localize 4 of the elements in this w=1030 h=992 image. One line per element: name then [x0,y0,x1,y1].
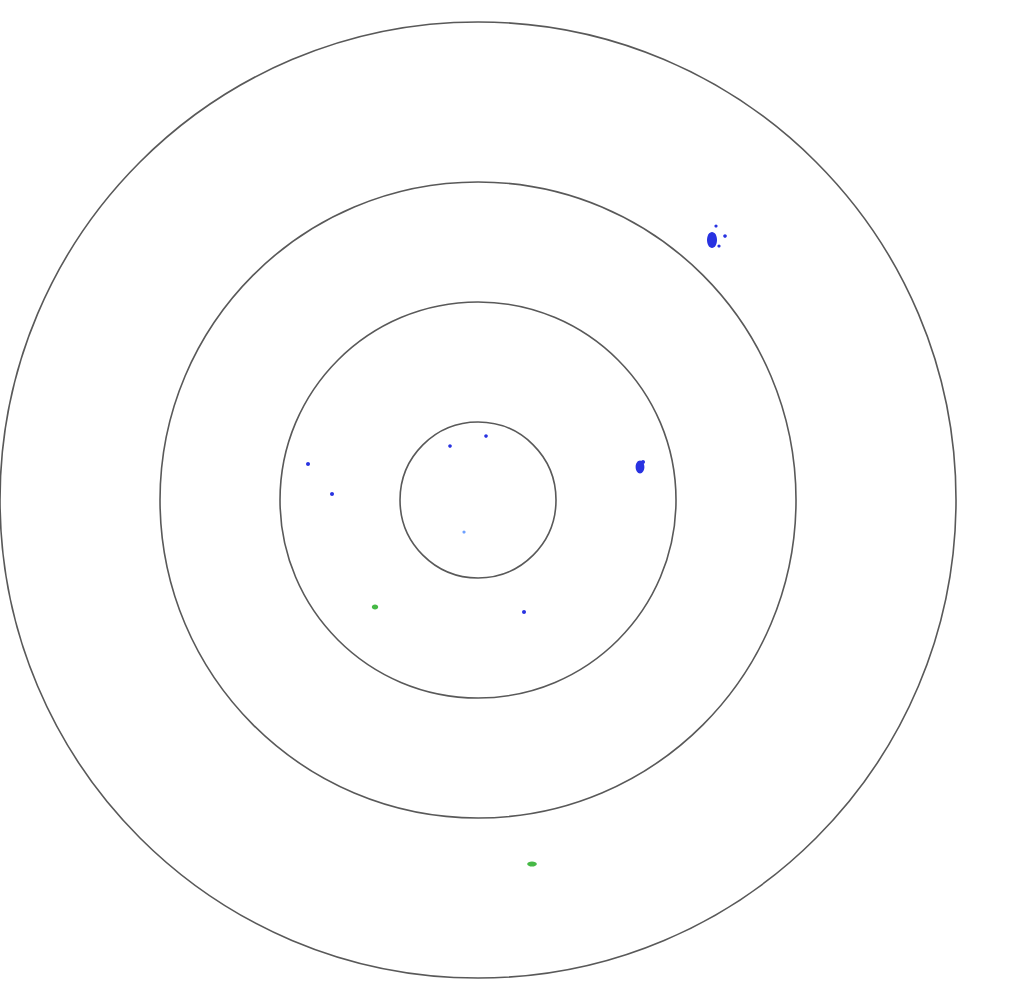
ring [279,301,677,699]
ring [159,181,797,819]
ring [399,421,557,579]
ring [0,21,957,979]
